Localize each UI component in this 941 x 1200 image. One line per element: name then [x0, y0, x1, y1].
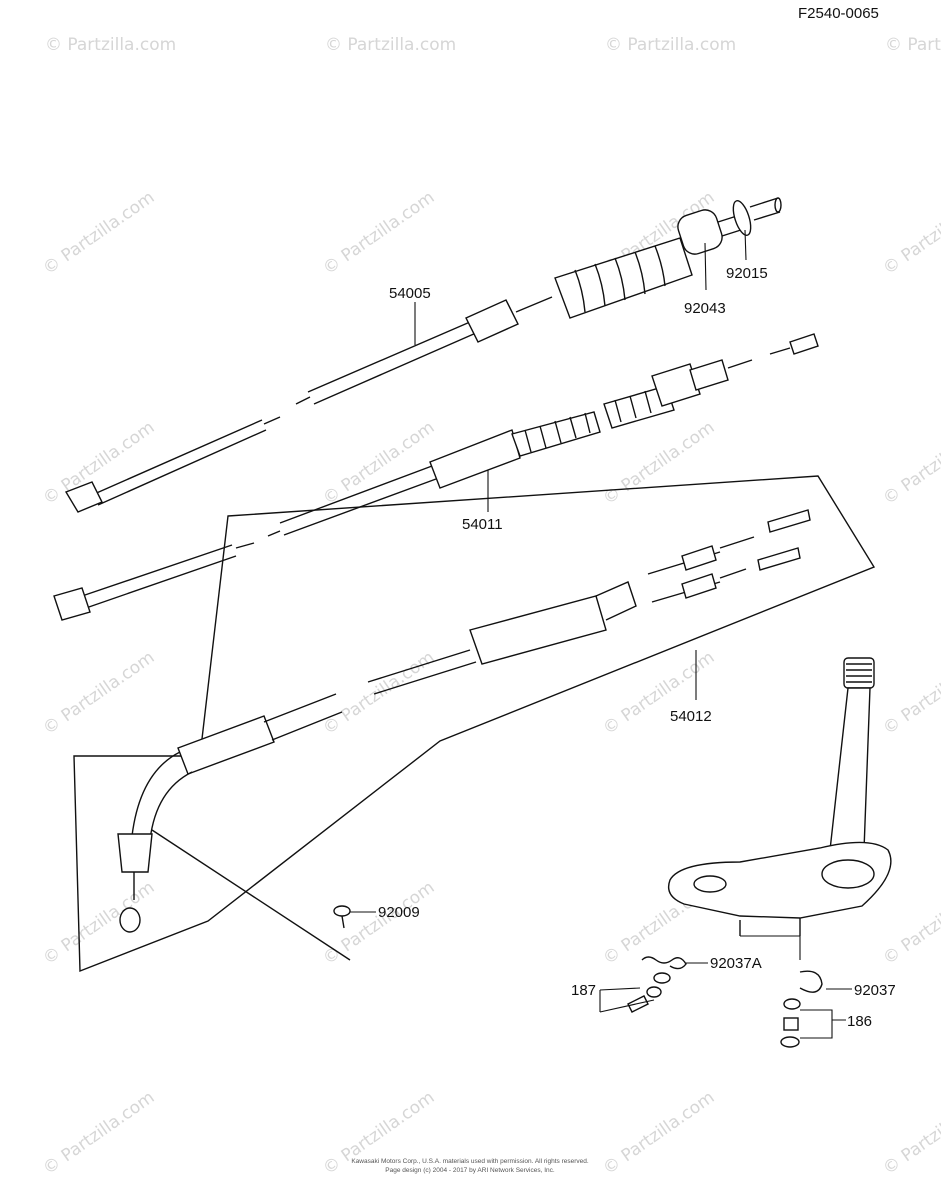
watermark: © Partzilla.com — [319, 417, 438, 509]
part-label-92009[interactable]: 92009 — [378, 904, 420, 921]
watermark: © Partzilla.com — [319, 1087, 438, 1179]
small-hardware — [333, 905, 823, 1048]
steering-stem-bracket — [667, 657, 892, 960]
part-label-54005[interactable]: 54005 — [389, 285, 431, 302]
watermark: © Partzilla.com — [879, 417, 941, 509]
clutch-cable-54005 — [64, 197, 782, 513]
part-label-54011[interactable]: 54011 — [462, 516, 503, 533]
watermark: © Partzilla.com — [319, 647, 438, 739]
part-label-92043[interactable]: 92043 — [684, 300, 726, 317]
watermark: © Partzilla.com — [879, 187, 941, 279]
watermark: © Partzilla.com — [325, 35, 456, 55]
part-label-186[interactable]: 186 — [847, 1013, 872, 1030]
watermark: © Partzilla.com — [599, 417, 718, 509]
watermark: © Partzilla.com — [39, 647, 158, 739]
part-label-187[interactable]: 187 — [571, 982, 596, 999]
watermark: © Partzilla.com — [885, 35, 941, 55]
part-label-92037[interactable]: 92037 — [854, 982, 896, 999]
copyright-footer: Kawasaki Motors Corp., U.S.A. materials … — [351, 1158, 589, 1165]
watermark: © Partzilla.com — [879, 1087, 941, 1179]
watermark-layer: © Partzilla.com © Partzilla.com © Partzi… — [39, 35, 941, 1179]
watermark: © Partzilla.com — [319, 877, 438, 969]
part-label-92015[interactable]: 92015 — [726, 265, 768, 282]
watermark: © Partzilla.com — [879, 877, 941, 969]
watermark: © Partzilla.com — [599, 1087, 718, 1179]
watermark: © Partzilla.com — [319, 187, 438, 279]
watermark: © Partzilla.com — [39, 877, 158, 969]
figure-code: F2540-0065 — [798, 5, 879, 22]
watermark: © Partzilla.com — [605, 35, 736, 55]
watermark: © Partzilla.com — [879, 647, 941, 739]
watermark: © Partzilla.com — [39, 1087, 158, 1179]
tachometer-cable-54012 — [73, 475, 876, 973]
part-label-54012[interactable]: 54012 — [670, 708, 712, 725]
watermark: © Partzilla.com — [45, 35, 176, 55]
page-design-footer: Page design (c) 2004 - 2017 by ARI Netwo… — [385, 1167, 555, 1174]
watermark: © Partzilla.com — [599, 647, 718, 739]
callouts: 54005 92043 92015 54011 54012 92009 9203… — [350, 229, 896, 1039]
part-label-92037A[interactable]: 92037A — [710, 955, 762, 972]
watermark: © Partzilla.com — [39, 187, 158, 279]
